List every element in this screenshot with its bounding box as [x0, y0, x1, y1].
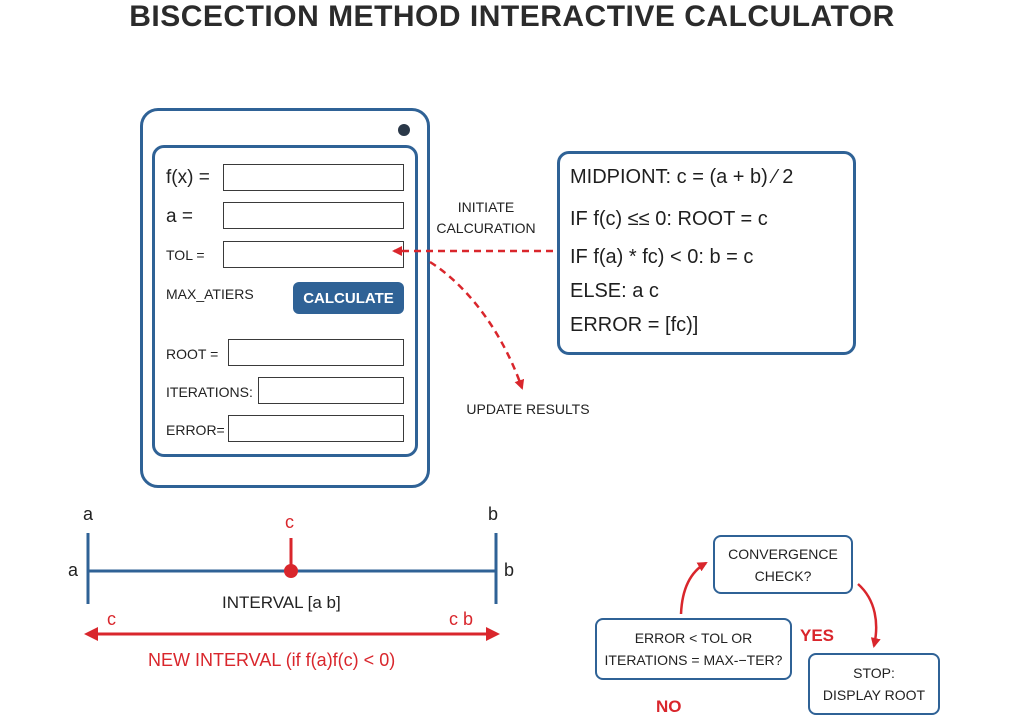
- iterations-label: ITERATIONS:: [166, 384, 253, 400]
- stop-display-root-box: STOP: DISPLAY ROOT: [808, 653, 940, 715]
- error-label: ERROR=: [166, 422, 225, 438]
- no-label: NO: [656, 697, 682, 716]
- rule-error: ERROR = [fc)]: [570, 314, 699, 336]
- convergence-check-box: CONVERGENCE CHECK?: [713, 535, 853, 594]
- root-output[interactable]: [228, 339, 404, 366]
- calculator-screen: [152, 145, 418, 457]
- camera-dot: [398, 124, 410, 136]
- new-interval-arrowhead-right: [486, 627, 500, 641]
- fx-label: f(x) =: [166, 167, 210, 188]
- rule-root: IF f(c) ≤≤ 0: ROOT = c: [570, 208, 768, 230]
- root-label: ROOT =: [166, 346, 219, 362]
- new-interval-label: NEW INTERVAL (if f(a)f(c) < 0): [148, 650, 396, 670]
- yes-arrow: [857, 583, 881, 648]
- rule-midpoint: MIDPIONT: c = (a + b) ⁄ 2: [570, 166, 794, 188]
- new-interval-arrowhead-left: [84, 627, 98, 641]
- stop-condition-line1: ERROR < TOL OR: [634, 630, 753, 646]
- interval-c-midpoint: c: [285, 512, 294, 532]
- stop-condition-line2: ITERATIONS = MAX-−TER?: [604, 652, 783, 668]
- update-results-label: UPDATE RESULTS: [466, 401, 590, 417]
- initiate-text: INITIATE: [457, 199, 515, 215]
- rule-update-b: IF f(a) * fc) < 0: b = c: [570, 246, 754, 268]
- midpoint-dot: [284, 564, 298, 578]
- update-results-arrow: [429, 260, 525, 390]
- max-iter-label: MAX_ATIERS: [166, 286, 254, 302]
- fx-input[interactable]: [223, 164, 404, 191]
- a-label: a =: [166, 206, 193, 227]
- tol-input[interactable]: [223, 241, 404, 268]
- algorithm-rules-panel: [557, 151, 856, 355]
- stop-line2: DISPLAY ROOT: [822, 687, 926, 703]
- calcuration-text: CALCURATION: [436, 220, 536, 236]
- rule-else: ELSE: a c: [570, 280, 659, 302]
- tablet-frame: [140, 108, 430, 488]
- tol-label: TOL =: [166, 247, 205, 263]
- stop-line1: STOP:: [853, 665, 895, 681]
- interval-a-top: a: [83, 504, 94, 524]
- iterations-output[interactable]: [258, 377, 404, 404]
- initiate-label: INITIATE CALCURATION: [432, 197, 540, 239]
- new-interval-c-left: c: [107, 609, 116, 629]
- interval-a-left: a: [68, 560, 79, 580]
- a-input[interactable]: [223, 202, 404, 229]
- interval-b-top: b: [488, 504, 499, 524]
- convergence-check-text: CONVERGENCE CHECK?: [728, 545, 838, 584]
- yes-label: YES: [800, 626, 835, 645]
- page-title: BISCECTION METHOD INTERACTIVE CALCULATOR: [129, 0, 895, 33]
- calculate-button[interactable]: CALCULATE: [293, 282, 404, 314]
- interval-label: INTERVAL [a b]: [222, 593, 341, 612]
- error-output[interactable]: [228, 415, 404, 442]
- stop-condition-box: ERROR < TOL OR ITERATIONS = MAX-−TER?: [595, 618, 792, 680]
- no-loop-arrow: [679, 561, 708, 615]
- interval-b-right: b: [504, 560, 515, 580]
- new-interval-cb-right: c b: [449, 609, 474, 629]
